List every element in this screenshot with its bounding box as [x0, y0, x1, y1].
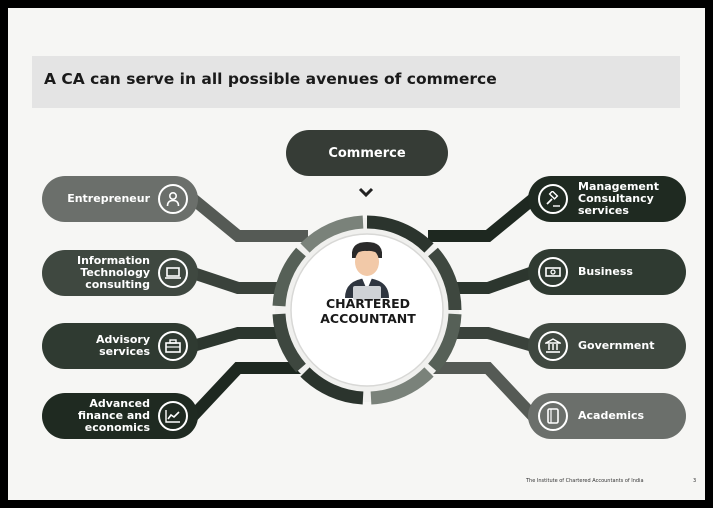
- center-label-line2: ACCOUNTANT: [320, 311, 416, 326]
- node-label: Business: [578, 265, 633, 278]
- node-advisory: Advisory services: [42, 323, 198, 369]
- slide-title: A CA can serve in all possible avenues o…: [44, 70, 497, 88]
- briefcase-icon: [158, 331, 188, 361]
- node-business: Business: [528, 249, 686, 295]
- chart-icon: [158, 401, 188, 431]
- money-icon: [538, 257, 568, 287]
- person-icon: [158, 184, 188, 214]
- center-label-line1: CHARTERED: [326, 296, 410, 311]
- center-disc: [290, 233, 444, 387]
- chevron-down-icon: [358, 187, 374, 198]
- page-number: 3: [693, 478, 697, 484]
- node-label: Academics: [578, 409, 645, 422]
- slide: A CA can serve in all possible avenues o…: [8, 8, 705, 500]
- node-label: Advisory services: [95, 333, 150, 358]
- commerce-label: Commerce: [328, 145, 406, 161]
- node-label: Entrepreneur: [67, 192, 150, 205]
- node-label: Management Consultancy services: [578, 180, 659, 217]
- node-label: Government: [578, 339, 655, 352]
- connector-lines: [188, 194, 538, 421]
- node-label: Advanced finance and economics: [77, 397, 150, 434]
- center-ring: [272, 215, 462, 405]
- node-management-consultancy: Management Consultancy services: [528, 176, 686, 222]
- connector-management: [428, 194, 537, 242]
- title-band: A CA can serve in all possible avenues o…: [32, 56, 680, 108]
- node-finance: Advanced finance and economics: [42, 393, 198, 439]
- connector-entrepreneur: [189, 194, 308, 242]
- center-label: CHARTERED ACCOUNTANT: [308, 296, 428, 326]
- gavel-icon: [538, 184, 568, 214]
- node-entrepreneur: Entrepreneur: [42, 176, 198, 222]
- accountant-icon: [345, 242, 389, 300]
- bank-icon: [538, 331, 568, 361]
- connector-finance: [188, 362, 308, 421]
- node-academics: Academics: [528, 393, 686, 439]
- book-icon: [538, 401, 568, 431]
- laptop-icon: [158, 258, 188, 288]
- node-label: Information Technology consulting: [77, 254, 150, 291]
- footer-text: The Institute of Chartered Accountants o…: [526, 478, 644, 484]
- node-government: Government: [528, 323, 686, 369]
- commerce-node: Commerce: [286, 130, 448, 176]
- node-it-consulting: Information Technology consulting: [42, 250, 198, 296]
- connector-academics: [428, 362, 538, 421]
